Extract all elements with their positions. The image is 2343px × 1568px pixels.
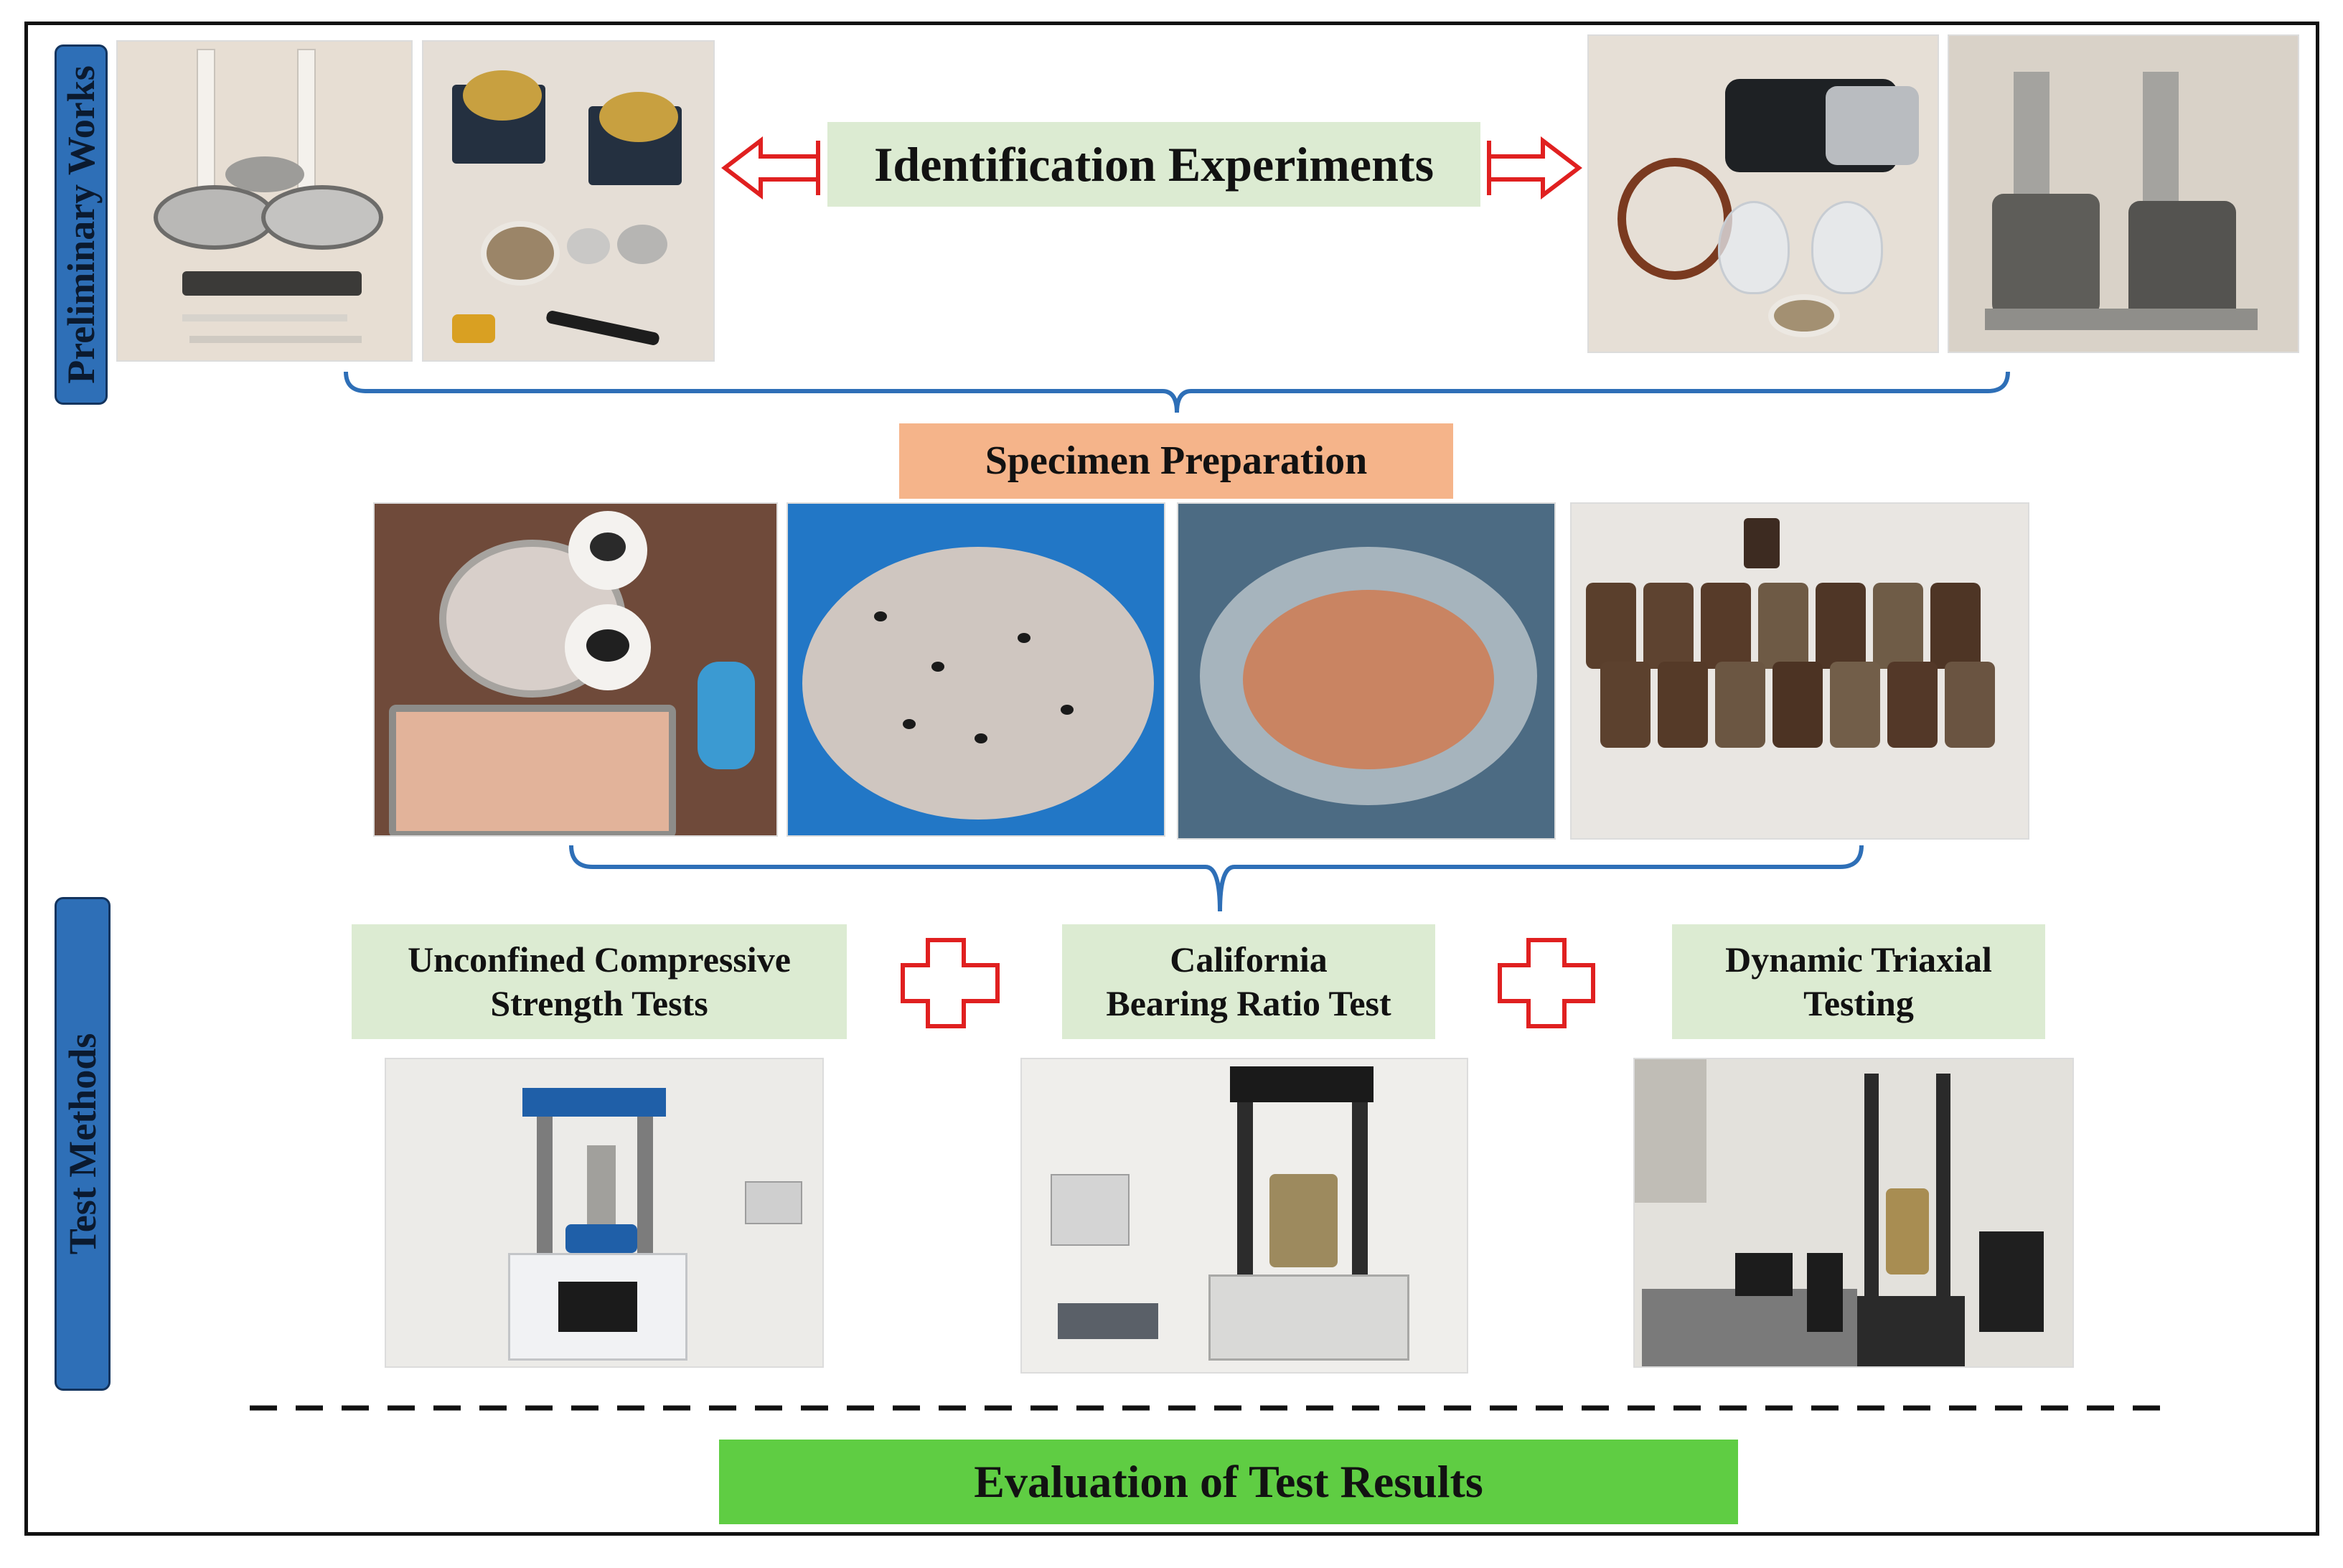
photo-ucs-machine <box>385 1058 824 1368</box>
evaluation-text: Evaluation of Test Results <box>974 1455 1483 1507</box>
evaluation-results-label: Evaluation of Test Results <box>719 1440 1738 1524</box>
ucs-test-label: Unconfined Compressive Strength Tests <box>352 924 847 1039</box>
photo-cbr-machine <box>1020 1058 1468 1374</box>
triaxial-line-2: Testing <box>1803 983 1914 1023</box>
preliminary-works-tab: Preliminary Works <box>55 44 108 405</box>
double-headed-arrow-icon-left <box>721 136 820 200</box>
specimen-preparation-label: Specimen Preparation <box>899 423 1453 499</box>
ucs-line-1: Unconfined Compressive <box>408 939 791 980</box>
plus-icon-2 <box>1498 938 1595 1028</box>
bracket-preliminary <box>344 371 2010 413</box>
photo-dynamic-triaxial-setup <box>1633 1058 2074 1368</box>
bracket-specimen <box>569 845 1864 912</box>
photo-sand-and-rubber <box>373 502 778 837</box>
photo-compaction-molds <box>1948 34 2299 353</box>
specimen-text: Specimen Preparation <box>985 438 1368 484</box>
cbr-test-label: California Bearing Ratio Test <box>1062 924 1435 1039</box>
triaxial-line-1: Dynamic Triaxial <box>1725 939 1992 980</box>
test-methods-tab: Test Methods <box>55 897 111 1391</box>
ucs-line-2: Strength Tests <box>490 983 708 1023</box>
photo-sieves-hydrometer <box>116 40 413 362</box>
photo-mixed-soil-bowl <box>1177 502 1556 840</box>
identification-experiments-label: Identification Experiments <box>827 122 1480 207</box>
double-headed-arrow-icon-right <box>1487 136 1582 200</box>
photo-cylindrical-specimens <box>1570 502 2029 840</box>
cbr-line-1: California <box>1170 939 1328 980</box>
triaxial-test-label: Dynamic Triaxial Testing <box>1672 924 2045 1039</box>
photo-casagrande-device <box>422 40 715 362</box>
identification-text: Identification Experiments <box>873 136 1435 192</box>
photo-vacuum-pump-pycnometer <box>1587 34 1939 353</box>
plus-icon-1 <box>901 938 1000 1028</box>
cbr-line-2: Bearing Ratio Test <box>1106 983 1391 1023</box>
photo-sand-rubber-mixture <box>787 502 1165 837</box>
